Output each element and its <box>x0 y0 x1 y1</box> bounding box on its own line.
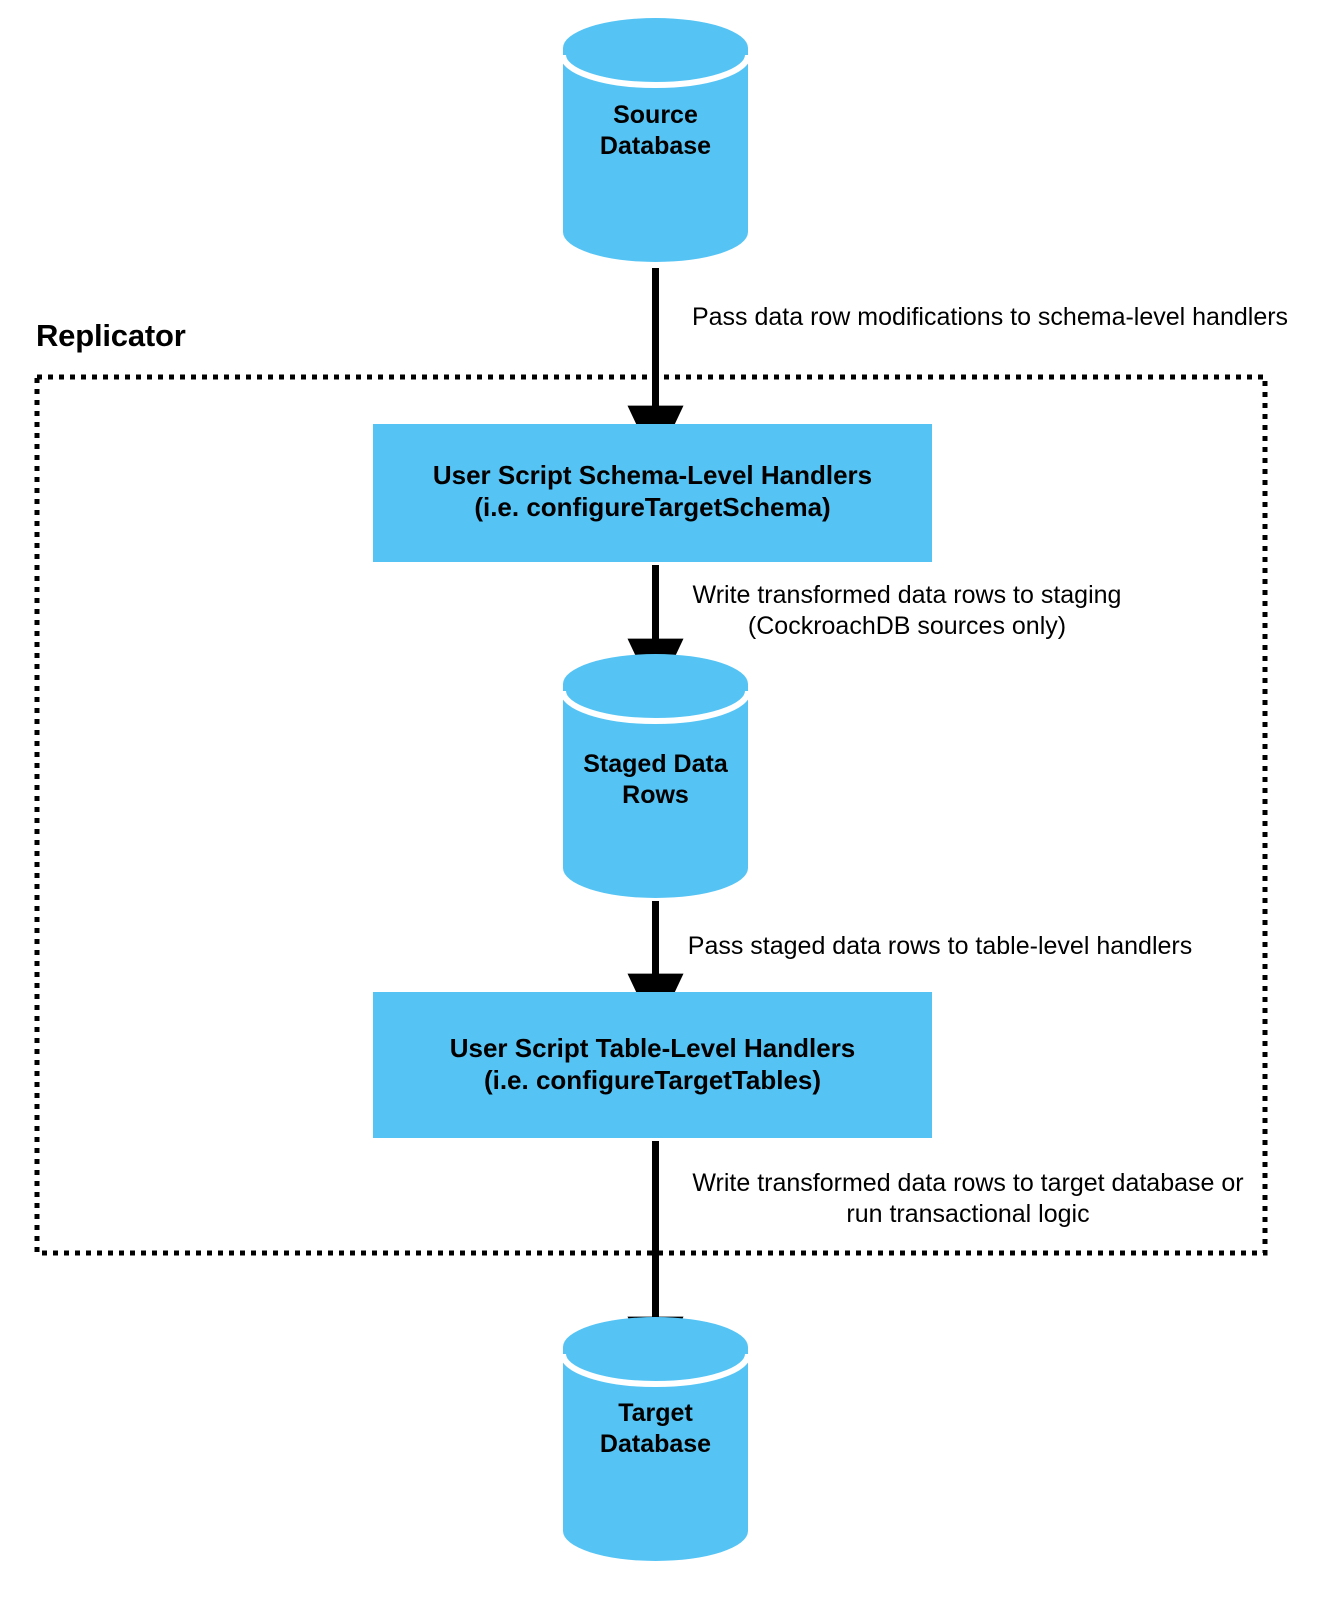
source-database-shape <box>560 18 751 262</box>
schema-level-handlers-shape <box>373 424 932 562</box>
edge-table-handlers-to-target-label: Write transformed data rows to target da… <box>692 1169 1244 1228</box>
staged-data-rows-shape <box>560 654 751 898</box>
edge-source-to-schema-handlers-label: Pass data row modifications to schema-le… <box>691 303 1289 331</box>
replicator-boundary <box>34 374 1268 1256</box>
edge-schema-handlers-to-staging-label: Write transformed data rows to staging (… <box>692 581 1122 640</box>
target-database-shape <box>560 1317 751 1562</box>
edge-staging-to-table-handlers-label: Pass staged data rows to table-level han… <box>687 932 1193 960</box>
table-level-handlers-shape <box>373 992 932 1138</box>
replicator-boundary-label: Replicator <box>36 318 186 353</box>
